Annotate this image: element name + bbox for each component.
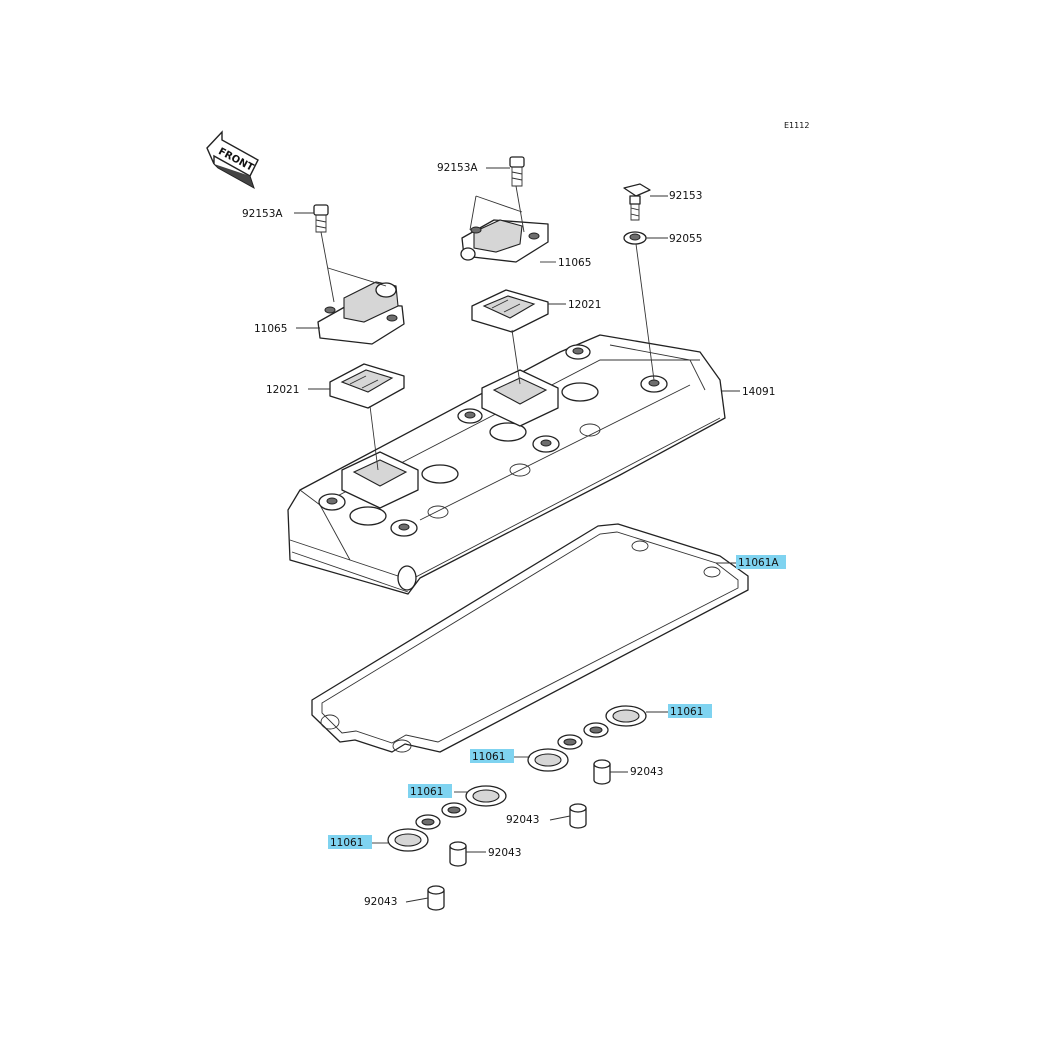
label-dowel-c: 92043 <box>488 847 521 859</box>
bolt-right <box>623 183 651 221</box>
label-dowel-b: 92043 <box>506 814 539 826</box>
bolt-center <box>509 156 525 187</box>
label-gasket-left: 12021 <box>266 384 299 396</box>
dowel-a <box>593 759 611 785</box>
label-bolt-right: 92153 <box>669 190 702 202</box>
label-gasket-right: 12021 <box>568 299 601 311</box>
breather-gasket-left <box>329 363 405 409</box>
highlight-plug-gasket-b <box>470 749 514 763</box>
highlight-plug-gasket-d <box>328 835 372 849</box>
label-cover-gasket: 11061A <box>738 557 779 569</box>
label-plug-gasket-b: 11061 <box>472 751 505 763</box>
breather-cover-left <box>317 281 405 345</box>
dowel-c <box>449 841 467 867</box>
label-dowel-d: 92043 <box>364 896 397 908</box>
label-washer-right: 92055 <box>669 233 702 245</box>
highlight-cover-gasket <box>736 555 786 569</box>
label-bolt-center: 92153A <box>437 162 478 174</box>
breather-gasket-right <box>471 289 549 333</box>
label-breather-right: 11065 <box>558 257 591 269</box>
leader-lines <box>294 167 740 903</box>
dowel-d <box>427 885 445 911</box>
front-direction-icon: FRONT <box>206 130 259 190</box>
bolt-left <box>313 204 329 233</box>
highlight-plug-gasket-c <box>408 784 452 798</box>
plug-gasket-set-b <box>387 785 507 852</box>
label-bolt-left: 92153A <box>242 208 283 220</box>
plug-gasket-set-a <box>527 705 647 772</box>
cylinder-head-cover <box>287 334 726 595</box>
washer-right <box>623 231 647 245</box>
label-head-cover: 14091 <box>742 386 775 398</box>
label-plug-gasket-d: 11061 <box>330 837 363 849</box>
cover-gasket <box>311 523 749 753</box>
label-plug-gasket-a: 11061 <box>670 706 703 718</box>
breather-cover-right <box>460 219 549 263</box>
label-breather-left: 11065 <box>254 323 287 335</box>
dowel-b <box>569 803 587 829</box>
ref-code: E1112 <box>784 121 809 130</box>
label-plug-gasket-c: 11061 <box>410 786 443 798</box>
highlight-plug-gasket-a <box>668 704 712 718</box>
label-dowel-a: 92043 <box>630 766 663 778</box>
